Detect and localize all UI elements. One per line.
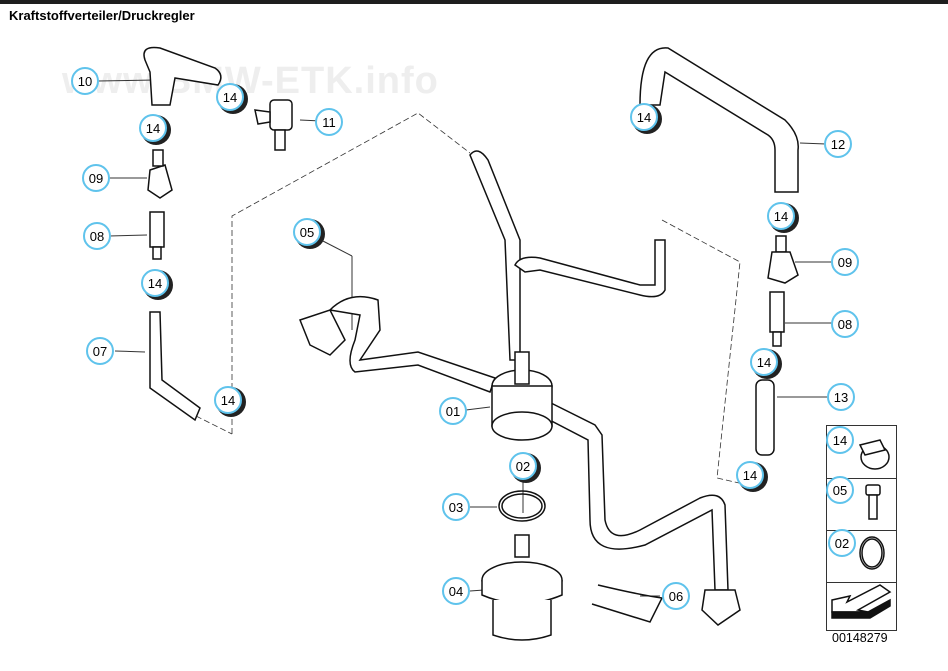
callout-09[interactable]: 09: [82, 164, 110, 192]
callout-05[interactable]: 05: [293, 218, 321, 246]
connector-05: [299, 309, 346, 356]
legend-cell-oring: [827, 530, 896, 583]
connector-right: [701, 589, 741, 626]
valve-08-left: [149, 211, 165, 260]
hose-10: [143, 46, 222, 106]
callout-14[interactable]: 14: [630, 103, 658, 131]
callout-14[interactable]: 14: [141, 269, 169, 297]
callout-07[interactable]: 07: [86, 337, 114, 365]
callout-11[interactable]: 11: [315, 108, 343, 136]
legend-cell-arrow: [827, 582, 896, 630]
legend-cell-clamp: [827, 426, 896, 479]
diagram-title: Kraftstoffverteiler/Druckregler: [9, 8, 195, 23]
hose-12: [639, 47, 799, 193]
legend-box: [826, 425, 897, 631]
legend-callout-05[interactable]: 05: [826, 476, 854, 504]
assembly-lines: [195, 112, 749, 486]
legend-callout-14[interactable]: 14: [826, 426, 854, 454]
legend-icons: [831, 439, 892, 619]
callout-06[interactable]: 06: [662, 582, 690, 610]
callout-08[interactable]: 08: [83, 222, 111, 250]
callout-10[interactable]: 10: [71, 67, 99, 95]
callout-09[interactable]: 09: [831, 248, 859, 276]
callout-14[interactable]: 14: [750, 348, 778, 376]
callout-08[interactable]: 08: [831, 310, 859, 338]
callout-14[interactable]: 14: [736, 461, 764, 489]
pressure-regulator-01: [491, 351, 553, 441]
legend-cell-bolt: [827, 478, 896, 531]
connector-11: [254, 99, 293, 151]
callout-04[interactable]: 04: [442, 577, 470, 605]
window-top-bar: [0, 0, 948, 4]
legend-callout-02[interactable]: 02: [828, 529, 856, 557]
callout-14[interactable]: 14: [216, 83, 244, 111]
valve-08-right: [769, 291, 785, 347]
o-ring-03-inner: [501, 493, 543, 519]
callout-14[interactable]: 14: [214, 386, 242, 414]
callout-14[interactable]: 14: [767, 202, 795, 230]
o-ring-03: [498, 490, 546, 522]
callout-03[interactable]: 03: [442, 493, 470, 521]
part-number: 00148279: [832, 631, 888, 645]
callout-13[interactable]: 13: [827, 383, 855, 411]
callout-01[interactable]: 01: [439, 397, 467, 425]
fitting-09-right: [767, 235, 799, 284]
callout-12[interactable]: 12: [824, 130, 852, 158]
hose-13: [755, 379, 775, 456]
fitting-09-left: [147, 149, 173, 199]
damper-04: [481, 534, 563, 641]
clip-06: [591, 584, 664, 623]
callout-02[interactable]: 02: [509, 452, 537, 480]
hose-07: [149, 311, 201, 422]
callout-14[interactable]: 14: [139, 114, 167, 142]
